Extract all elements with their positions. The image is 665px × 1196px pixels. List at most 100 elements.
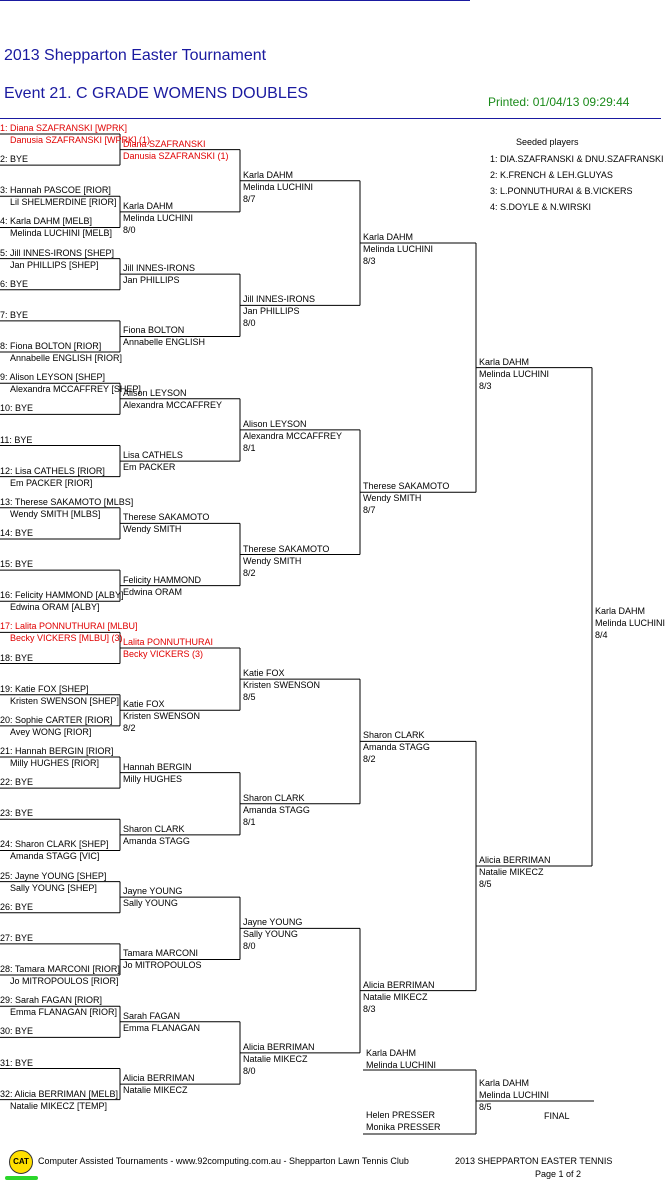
- partner-name: Annabelle ENGLISH [RIOR]: [10, 353, 123, 364]
- partner-name: Jan PHILLIPS [SHEP]: [10, 259, 99, 270]
- match-score: 8/3: [363, 256, 376, 267]
- player-name: 21: Hannah BERGIN [RIOR]: [0, 746, 114, 756]
- player-name: 2: BYE: [0, 154, 29, 165]
- match-score: 8/0: [123, 224, 136, 235]
- player-name: 20: Sophie CARTER [RIOR]: [0, 714, 113, 725]
- partner-name: Danusia SZAFRANSKI [WPRK] (1): [10, 135, 151, 145]
- partner-name: Lil SHELMERDINE [RIOR]: [10, 197, 117, 208]
- player-name: Karla DAHM: [363, 232, 414, 243]
- player-name: 11: BYE: [0, 434, 33, 445]
- player-name: Katie FOX: [243, 668, 285, 679]
- player-name: 13: Therese SAKAMOTO [MLBS]: [0, 496, 134, 507]
- player-name: Therese SAKAMOTO: [123, 512, 210, 523]
- player-name: Jayne YOUNG: [243, 917, 303, 928]
- partner-name: Melinda LUCHINI: [123, 212, 194, 223]
- player-name: Fiona BOLTON: [123, 325, 185, 336]
- partner-name: Annabelle ENGLISH: [123, 337, 206, 348]
- player-name: 15: BYE: [0, 559, 34, 570]
- partner-name: Natalie MIKECZ [TEMP]: [10, 1100, 108, 1111]
- partner-name: Alexandra MCCAFFREY: [123, 399, 223, 410]
- seeded-player-1: 1: DIA.SZAFRANSKI & DNU.SZAFRANSKI: [490, 154, 664, 164]
- player-name: Sharon CLARK: [243, 792, 305, 803]
- partner-name: Sally YOUNG [SHEP]: [10, 882, 97, 893]
- player-name: 32: Alicia BERRIMAN [MELB]: [0, 1088, 119, 1099]
- player-name: Alicia BERRIMAN: [363, 979, 435, 990]
- partner-name: Jan PHILLIPS: [123, 275, 180, 286]
- player-name: Karla DAHM: [366, 1048, 417, 1058]
- tournament-title: 2013 Shepparton Easter Tournament: [4, 47, 267, 64]
- match-score: 8/0: [243, 1065, 256, 1076]
- player-name: Karla DAHM: [595, 605, 646, 616]
- match-score: 8/0: [243, 941, 256, 952]
- player-name: 25: Jayne YOUNG [SHEP]: [0, 870, 107, 881]
- player-name: 24: Sharon CLARK [SHEP]: [0, 839, 109, 850]
- player-name: Alison LEYSON: [123, 387, 187, 398]
- partner-name: Milly HUGHES [RIOR]: [10, 758, 100, 768]
- partner-name: Becky VICKERS [MLBU] (3): [10, 633, 123, 644]
- player-name: Therese SAKAMOTO: [363, 481, 450, 492]
- player-name: Alicia BERRIMAN: [123, 1073, 195, 1084]
- match-score: 8/7: [363, 505, 376, 516]
- event-title: Event 21. C GRADE WOMENS DOUBLES: [4, 85, 309, 102]
- partner-name: Natalie MIKECZ: [243, 1053, 308, 1064]
- player-name: 9: Alison LEYSON [SHEP]: [0, 372, 106, 383]
- seeded-player-2: 2: K.FRENCH & LEH.GLUYAS: [490, 170, 613, 180]
- partner-name: Sally YOUNG: [123, 898, 178, 909]
- player-name: Sharon CLARK: [363, 730, 425, 741]
- player-name: 19: Katie FOX [SHEP]: [0, 683, 89, 694]
- partner-name: Melinda LUCHINI: [595, 617, 665, 628]
- match-score: 8/5: [479, 1102, 492, 1112]
- player-name: Lisa CATHELS: [123, 450, 183, 461]
- partner-name: Jo MITROPOULOS [RIOR]: [10, 976, 119, 987]
- seeded-player-4: 4: S.DOYLE & N.WIRSKI: [490, 202, 592, 212]
- partner-name: Wendy SMITH: [363, 493, 422, 504]
- partner-name: Kristen SWENSON: [123, 711, 201, 722]
- match-score: 8/7: [243, 193, 256, 204]
- player-name: 1: Diana SZAFRANSKI [WPRK]: [0, 123, 128, 133]
- match-score: 8/3: [479, 380, 492, 391]
- player-name: 27: BYE: [0, 932, 34, 943]
- seeded-player-3: 3: L.PONNUTHURAI & B.VICKERS: [490, 186, 633, 196]
- partner-name: Jan PHILLIPS: [243, 306, 300, 317]
- player-name: 23: BYE: [0, 808, 34, 819]
- player-name: Alicia BERRIMAN: [479, 855, 551, 866]
- partner-name: Danusia SZAFRANSKI (1): [123, 150, 229, 161]
- player-name: 10: BYE: [0, 403, 34, 414]
- winner-partner-name: Melinda LUCHINI: [479, 1090, 550, 1100]
- cat-logo: CAT: [9, 1150, 33, 1174]
- match-score: 8/4: [595, 629, 608, 640]
- player-name: 8: Fiona BOLTON [RIOR]: [0, 341, 102, 352]
- player-name: 18: BYE: [0, 652, 34, 663]
- partner-name: Avey WONG [RIOR]: [10, 726, 92, 737]
- seeded-players-title: Seeded players: [516, 137, 579, 147]
- match-score: 8/2: [363, 754, 376, 765]
- player-name: 29: Sarah FAGAN [RIOR]: [0, 995, 103, 1006]
- player-name: Jayne YOUNG: [123, 886, 183, 897]
- printed-timestamp: Printed: 01/04/13 09:29:44: [488, 95, 630, 109]
- player-name: 4: Karla DAHM [MELB]: [0, 216, 93, 227]
- partner-name: Natalie MIKECZ: [363, 991, 428, 1002]
- partner-name: Emma FLANAGAN: [123, 1022, 201, 1033]
- footer-tournament: 2013 SHEPPARTON EASTER TENNIS: [455, 1156, 613, 1166]
- match-score: 8/5: [479, 879, 492, 890]
- partner-name: Alexandra MCCAFFREY: [243, 430, 343, 441]
- partner-name: Monika PRESSER: [366, 1122, 441, 1132]
- player-name: 28: Tamara MARCONI [RIOR]: [0, 964, 120, 975]
- player-name: Alison LEYSON: [243, 418, 307, 429]
- partner-name: Wendy SMITH [MLBS]: [10, 508, 101, 519]
- player-name: Alicia BERRIMAN: [243, 1041, 315, 1052]
- player-name: 5: Jill INNES-IRONS [SHEP]: [0, 247, 115, 258]
- match-score: 8/3: [363, 1003, 376, 1014]
- header-rule: [0, 118, 661, 119]
- partner-name: Amanda STAGG [VIC]: [10, 851, 100, 862]
- partner-name: Em PACKER [RIOR]: [10, 477, 93, 488]
- player-name: Sarah FAGAN: [123, 1010, 181, 1021]
- player-name: Tamara MARCONI: [123, 948, 199, 959]
- player-name: Therese SAKAMOTO: [243, 543, 330, 554]
- partner-name: Amanda STAGG: [243, 804, 310, 815]
- player-name: 14: BYE: [0, 527, 34, 538]
- match-score: 8/5: [243, 692, 256, 703]
- player-name: 17: Lalita PONNUTHURAI [MLBU]: [0, 621, 138, 632]
- partner-name: Kristen SWENSON [SHEP]: [10, 695, 120, 706]
